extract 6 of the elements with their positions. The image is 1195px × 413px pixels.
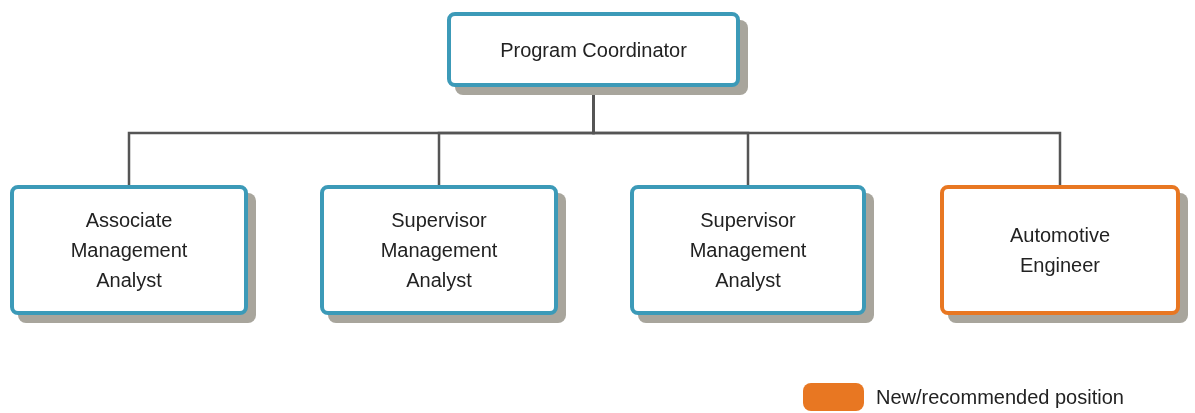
position-title: Program Coordinator	[500, 37, 687, 63]
position-title: Supervisor Management Analyst	[379, 208, 499, 293]
position-title: Associate Management Analyst	[69, 208, 189, 293]
legend-text: New/recommended position	[876, 385, 1124, 410]
position-title: Supervisor Management Analyst	[688, 208, 808, 293]
position-title: Automotive Engineer	[1008, 223, 1112, 278]
